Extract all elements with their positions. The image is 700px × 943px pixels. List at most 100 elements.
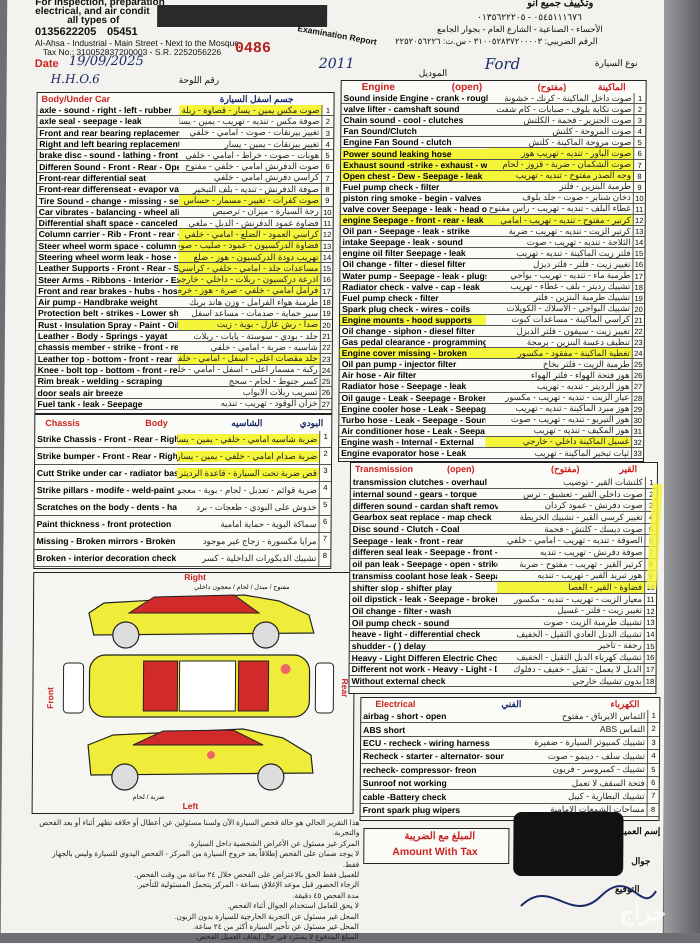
row-english-label: Steering wheel worm leak - hose - rib bbox=[38, 252, 179, 262]
row-number: 12 bbox=[320, 229, 333, 240]
transmission-ar-title: القير bbox=[619, 464, 638, 474]
engine-section: Engine (open) (مفتوح) الماكينة Sound ins… bbox=[338, 80, 647, 462]
row-english-label: Air hose - Air filter bbox=[341, 370, 417, 381]
terms-footnotes: هذا التقرير الحالي هو حالة فحص السيارة ا… bbox=[37, 818, 360, 943]
row-english-label: Engine wash - Internal - External bbox=[341, 436, 474, 447]
row-number: 8 bbox=[632, 170, 646, 181]
checklist-row: Protection belt - strikes - Lower shocks… bbox=[36, 308, 333, 320]
row-number: 16 bbox=[320, 274, 333, 285]
checklist-row: Water pump - Seepage - leak - plugs طرمبة… bbox=[340, 270, 645, 282]
row-number: 31 bbox=[631, 425, 644, 436]
row-arabic-label: تغيير بيرنقات - يمين - يسار bbox=[224, 138, 320, 149]
row-number: 2 bbox=[319, 448, 332, 464]
row-number: 18 bbox=[320, 297, 333, 308]
row-arabic-label: تشييك الديكورات الداخلية - كسر bbox=[201, 552, 317, 563]
row-english-label: Radiator hose - Seepage - leak bbox=[341, 381, 467, 392]
row-english-label: Rust - Insulation Spray - Paint - Oil bbox=[37, 319, 179, 330]
row-english-label: Power sound leaking hose bbox=[341, 148, 488, 159]
row-arabic-label: تغطية الماكينة - مفقود - مكسور bbox=[485, 348, 632, 359]
row-english-label: Front-rear differenseat - evapor valve bbox=[38, 184, 179, 195]
row-number: 1 bbox=[647, 710, 660, 723]
row-english-label: shifter slop - shifter play bbox=[352, 582, 453, 593]
row-english-label: differen sound - cardan shaft removed bbox=[352, 500, 498, 511]
model-value: 2011 bbox=[318, 56, 355, 72]
footnote-line: للعميل فقط الحق بالاعتراض على الفحص خلال… bbox=[134, 870, 360, 880]
amount-ar-label: المبلغ مع الضريبة bbox=[404, 831, 476, 842]
row-english-label: cable -Battery check bbox=[362, 791, 447, 802]
row-number: 4 bbox=[646, 750, 660, 763]
plate-label: رقم اللوحة bbox=[178, 75, 220, 85]
row-arabic-label: فرامل امامي - خلفي - صرة - هوز - خرط bbox=[178, 285, 321, 297]
row-number: 16 bbox=[632, 259, 645, 270]
footnote-line: مدة الفحص ٤٥ دقيقة. bbox=[292, 890, 360, 900]
row-english-label: Air conditioner hose - Leak - Seepage bbox=[341, 425, 486, 436]
row-number: 10 bbox=[320, 206, 333, 217]
row-english-label: Strike bumper - Front - Rear - Right - L… bbox=[37, 451, 178, 461]
row-english-label: Water pump - Seepage - leak - plugs bbox=[342, 270, 487, 281]
body-under-car-section: Body/Under Car جسم اسفل السيارة axle - s… bbox=[34, 92, 335, 414]
body-title: Body bbox=[145, 418, 168, 428]
row-english-label: Engine evaporator hose - Leak bbox=[341, 448, 467, 459]
row-number: 8 bbox=[646, 803, 659, 817]
checklist-row: Strike Chassis - Front - Rear - Right - … bbox=[35, 431, 332, 448]
electrical-section: Electrical الفني الكهرباء airbag - short… bbox=[359, 697, 661, 821]
row-arabic-label: صوفة مكس - تنديه - تهريب - يمين - يسار bbox=[179, 116, 320, 126]
row-arabic-label: كراسي دفرنش امامي - خلفي bbox=[213, 172, 320, 183]
row-arabic-label: صوت مكس يمين - يسار - قصاوة - ربلة bbox=[179, 105, 322, 116]
row-number: 33 bbox=[631, 448, 644, 459]
row-number: 4 bbox=[321, 138, 334, 150]
row-number: 8 bbox=[320, 184, 333, 195]
row-english-label: valve lifter - camshaft sound bbox=[343, 104, 460, 115]
row-english-label: Radiator check - valve - cap - leak bbox=[342, 281, 480, 292]
row-english-label: Leather - Body - Springs - yayat bbox=[37, 331, 168, 342]
row-arabic-label: ثيات تبخير الماكينة - تهريب bbox=[534, 448, 630, 458]
row-number: 14 bbox=[643, 628, 656, 640]
checklist-row: Engine evaporator hose - Leak ثيات تبخير … bbox=[339, 448, 644, 460]
row-arabic-label: صوت الشكمان - ضربة - قزوز - لحام bbox=[487, 159, 634, 171]
report-number: 0486 bbox=[234, 40, 271, 57]
row-number: 12 bbox=[632, 215, 645, 226]
row-number: 26 bbox=[319, 387, 332, 398]
row-english-label: Sunroof not working bbox=[362, 778, 447, 789]
redacted-area bbox=[513, 812, 624, 876]
row-number: 16 bbox=[643, 652, 656, 663]
checklist-row: Air hose - Air filter هوز فتحة الهواء - ف… bbox=[339, 370, 644, 382]
row-arabic-label: هوز التيربو - تنديه - تهريب - صوت bbox=[510, 414, 630, 425]
row-arabic-label: طرمبة ماء - تنديه - تهريب - بواجي bbox=[510, 270, 631, 281]
row-arabic-label: تشييك رديتر - بلف - غطاء - تهريب bbox=[510, 281, 631, 292]
row-english-label: Oil pan pump - injector filter bbox=[341, 359, 457, 370]
footnote-line: لا يحق للعامل استخدام الجوال أثناء الفحص… bbox=[227, 901, 359, 911]
row-number: 18 bbox=[643, 675, 656, 687]
row-arabic-label: هوز فتحة الهواء - فلتر الهواء bbox=[530, 370, 630, 380]
row-english-label: brake disc - sound - lathing - front - r… bbox=[39, 150, 179, 161]
row-number: 7 bbox=[320, 172, 334, 184]
checklist-row: Car vibrates - balancing - wheel alignme… bbox=[36, 206, 333, 218]
row-english-label: Oil change - filter - wash bbox=[351, 605, 452, 616]
row-number: 24 bbox=[631, 348, 644, 359]
row-arabic-label: فتحة السقف لا تعمل bbox=[571, 777, 645, 788]
row-number: 21 bbox=[319, 330, 332, 342]
